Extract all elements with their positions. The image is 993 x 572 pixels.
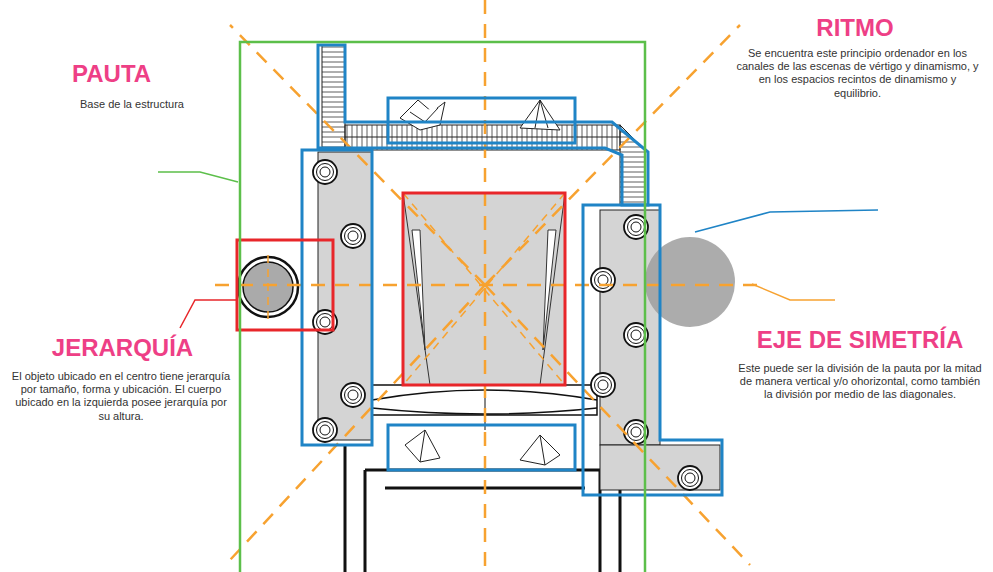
column-circles-part [628, 219, 645, 236]
column-circles-part [631, 222, 641, 232]
hatched-channel-part [345, 125, 620, 150]
origami-figures-part [410, 108, 438, 122]
origami-figures-part [520, 100, 560, 130]
column-circles-part [598, 380, 608, 390]
principle-title: PAUTA [72, 60, 192, 89]
column-circles-part [341, 224, 365, 248]
grey-volumes-part [600, 210, 660, 445]
column-circles-part [591, 373, 615, 397]
grid-frame [240, 42, 645, 572]
column-circles-part [685, 473, 695, 483]
hatched-channel [322, 45, 645, 205]
jerarquia-leader [180, 300, 237, 328]
origami-figures-part [420, 430, 425, 462]
central-object-part [412, 230, 425, 350]
origami-figures-part [540, 435, 545, 465]
center-diagonals-part [403, 193, 565, 385]
hierarchy-outlines-part [403, 193, 565, 385]
column-circles-part [320, 317, 330, 327]
symmetry-axes-part [230, 285, 485, 560]
column-circles-part [348, 390, 358, 400]
rhythm-outlines-part [388, 425, 575, 470]
column-circles-part [682, 470, 699, 487]
origami-figures-part [405, 430, 440, 462]
column-circles-part [345, 387, 362, 404]
column-circles-part [317, 422, 334, 439]
principle-note: Este puede ser la división de la pauta p… [735, 362, 985, 402]
origami-figures-part [520, 435, 560, 465]
grey-volumes-part [318, 152, 372, 440]
column-circles-part [628, 424, 645, 441]
principle-title: RITMO [730, 14, 980, 43]
column-circles-part [598, 275, 608, 285]
column-circles-part [348, 231, 358, 241]
origami-figures-part [400, 100, 445, 130]
symmetry-axes-part [230, 25, 485, 285]
ritmo-leader [695, 210, 878, 232]
symmetry-axes-part [485, 25, 740, 285]
column-circles-part [345, 228, 362, 245]
column-circles-part [591, 268, 615, 292]
column-circles-part [313, 160, 337, 184]
column-circles-part [628, 327, 645, 344]
column-circles-part [631, 427, 641, 437]
column-circles-part [320, 425, 330, 435]
column-circles-part [317, 164, 334, 181]
hatched-channel-part [620, 125, 645, 205]
rhythm-outlines [302, 45, 722, 495]
origami-figures-part [535, 100, 548, 128]
principle-title: EJE DE SIMETRÍA [735, 326, 985, 355]
eje-leader [752, 284, 835, 300]
center-diagonals-part [267, 255, 269, 320]
column-circles-part [341, 383, 365, 407]
center-diagonals [268, 193, 565, 385]
pauta-leader [158, 172, 238, 182]
column-circles-part [631, 330, 641, 340]
hatched-channel-part [345, 137, 620, 138]
principle-note: Base de la estructura [80, 98, 230, 111]
column-circles-part [678, 466, 702, 490]
principle-note: El objeto ubicado en el centro tiene jer… [10, 370, 232, 423]
column-circles-part [595, 377, 612, 394]
rhythm-outlines-part [583, 205, 722, 495]
principle-title: JERARQUÍA [10, 334, 235, 363]
central-object-part [543, 230, 556, 350]
center-diagonals-part [403, 193, 565, 385]
hatched-channel-part [322, 45, 345, 150]
origami-figures [400, 100, 560, 465]
column-circles-part [317, 314, 334, 331]
rhythm-outlines-part [318, 45, 648, 205]
symmetry-axes [215, 0, 760, 572]
lower-structure-part [345, 445, 620, 572]
hierarchy-outlines-part [237, 240, 333, 330]
column-circles-part [313, 418, 337, 442]
hierarchy-outlines [237, 193, 565, 385]
grey-volumes-part [600, 445, 720, 490]
rhythm-outlines-part [302, 150, 372, 445]
principle-note: Se encuentra este principio ordenador en… [735, 47, 980, 100]
column-circles-part [320, 167, 330, 177]
